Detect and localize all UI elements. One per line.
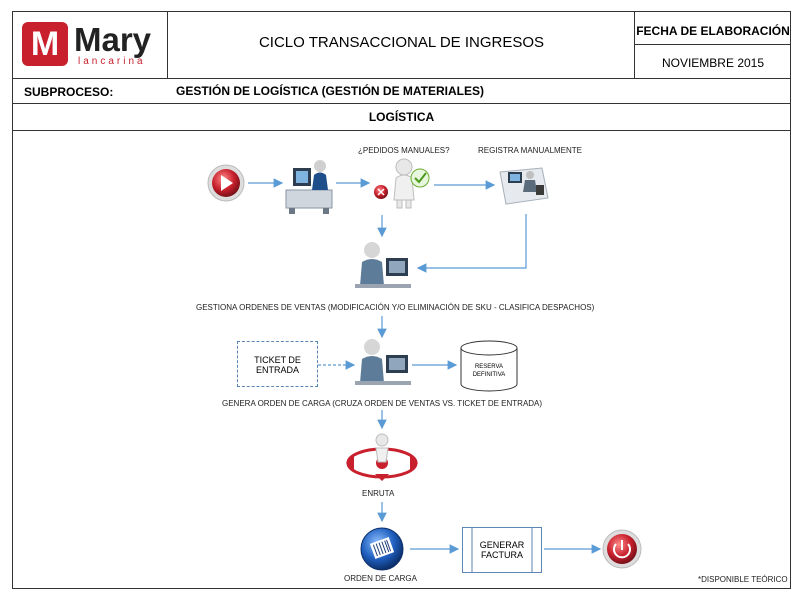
final-reserve-line1: RESERVA	[474, 364, 504, 370]
logo-mark: M	[22, 22, 68, 66]
logo-tagline: lancarina	[78, 56, 146, 67]
subprocess-value: GESTIÓN DE LOGÍSTICA (GESTIÓN DE MATERIA…	[176, 84, 485, 98]
register-manually-label: REGISTRA MANUALMENTE	[478, 146, 583, 155]
generate-invoice-box: GENERAR FACTURA	[462, 527, 542, 573]
entry-ticket-line1: TICKET DE	[254, 355, 301, 365]
generate-invoice-line2: FACTURA	[480, 550, 523, 560]
final-reserve-label: RESERVA DEFINITIVA	[461, 363, 517, 379]
header-divider	[12, 78, 791, 79]
load-order-label: ORDEN DE CARGA	[344, 574, 417, 583]
footnote: *DISPONIBLE TEÓRICO	[698, 575, 788, 584]
entry-ticket-line2: ENTRADA	[255, 365, 299, 375]
subprocess-label: SUBPROCESO:	[24, 85, 114, 99]
route-label: ENRUTA	[362, 489, 395, 498]
manage-orders-label: GESTIONA ORDENES DE VENTAS (MODIFICACIÓN…	[196, 303, 595, 312]
manual-orders-question: ¿PEDIDOS MANUALES?	[358, 146, 450, 155]
generate-load-order-label: GENERA ORDEN DE CARGA (CRUZA ORDEN DE VE…	[222, 399, 543, 408]
logo-divider	[167, 11, 168, 78]
company-logo: M Mary lancarina	[22, 22, 162, 68]
document-title: CICLO TRANSACCIONAL DE INGRESOS	[258, 34, 545, 51]
document-frame	[12, 11, 791, 589]
section-title: LOGÍSTICA	[368, 110, 435, 124]
final-reserve-line2: DEFINITIVA	[472, 372, 506, 378]
section-divider	[12, 130, 791, 131]
subprocess-divider	[12, 103, 791, 104]
entry-ticket-box: TICKET DE ENTRADA	[237, 341, 318, 387]
date-row-divider	[634, 44, 791, 45]
date-label: FECHA DE ELABORACIÓN	[636, 24, 790, 38]
generate-invoice-line1: GENERAR	[479, 540, 525, 550]
logo-brand: Mary	[74, 21, 152, 58]
date-value: NOVIEMBRE 2015	[661, 56, 765, 70]
